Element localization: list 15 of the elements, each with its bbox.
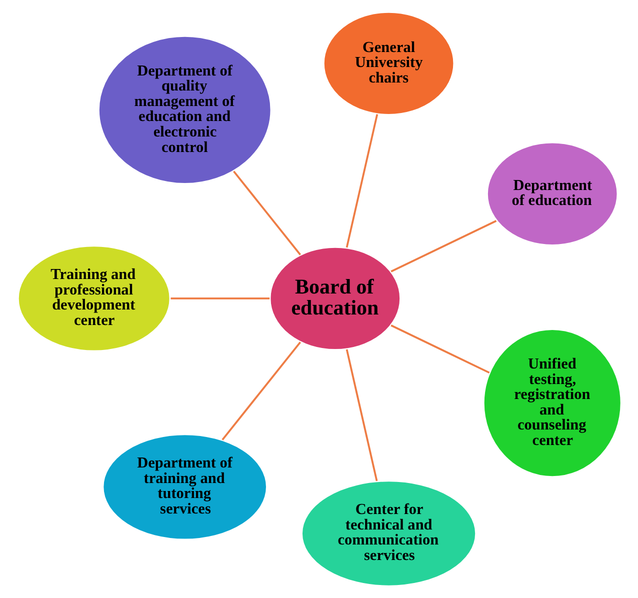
node-circle: Unified testing, registration and counseling center <box>482 328 622 478</box>
connector <box>221 342 301 440</box>
node-ellipse: Department of training and tutoring services <box>101 433 268 541</box>
node-ellipse: General University chairs <box>322 10 455 116</box>
node-ellipse: Center for technical and communication services <box>300 480 477 588</box>
node-ellipse: Board of education <box>268 246 401 351</box>
node-ellipse: Training and professional development center <box>16 244 171 352</box>
connector <box>345 349 378 482</box>
node-ellipse: Department of education <box>486 141 618 246</box>
connector <box>232 170 301 256</box>
connector <box>390 324 490 374</box>
node-ellipse: Department of quality management of education and electronic control <box>97 35 272 185</box>
connector <box>170 298 270 300</box>
connector <box>345 114 378 248</box>
connector <box>390 220 496 272</box>
